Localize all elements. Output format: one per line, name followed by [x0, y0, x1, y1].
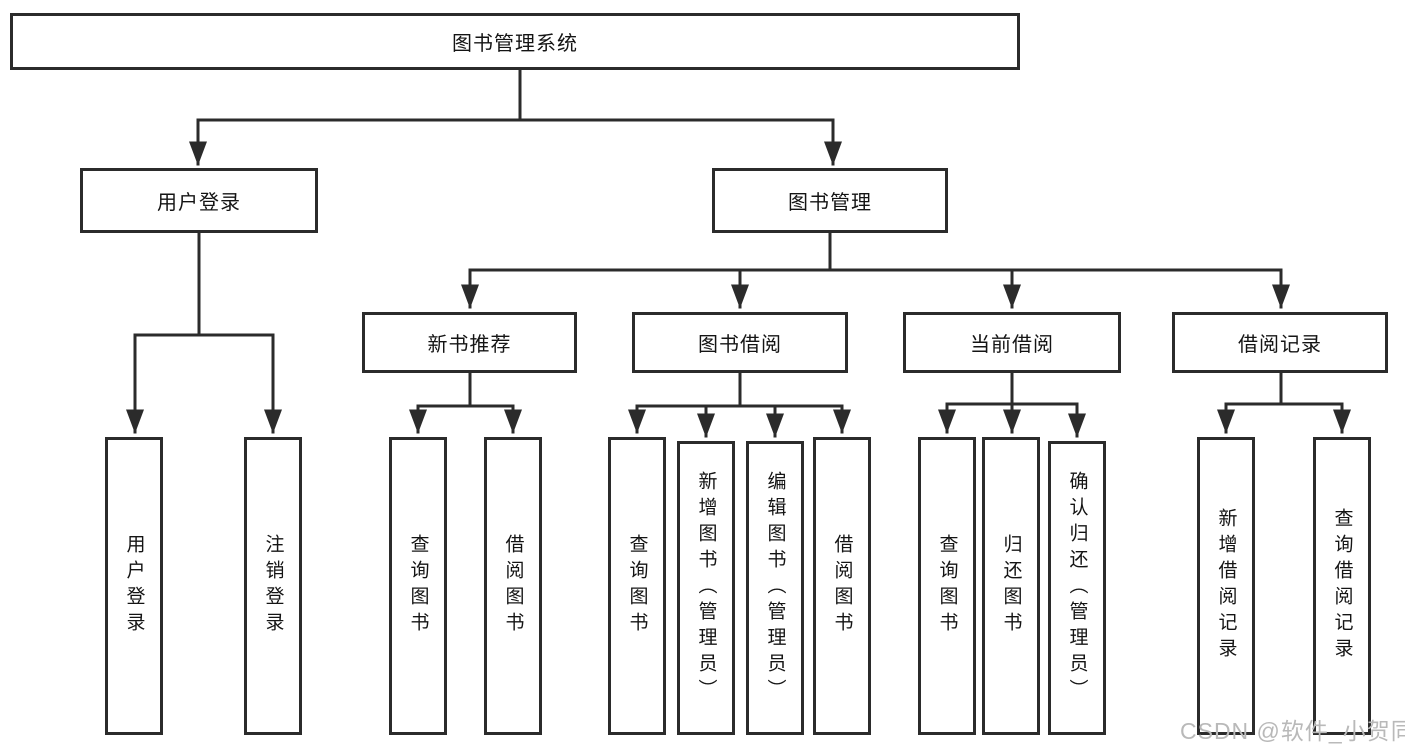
node-new-book-recommend: 新书推荐	[362, 312, 577, 373]
leaf-query-books-recommend: 查询图书	[389, 437, 447, 735]
leaf-return-books: 归还图书	[982, 437, 1040, 735]
leaf-add-borrow-record: 新增借阅记录	[1197, 437, 1255, 735]
node-book-management-system: 图书管理系统	[10, 13, 1020, 70]
leaf-query-books-borrowing: 查询图书	[608, 437, 666, 735]
node-book-borrowing: 图书借阅	[632, 312, 848, 373]
node-current-borrowing: 当前借阅	[903, 312, 1121, 373]
node-borrowing-records: 借阅记录	[1172, 312, 1388, 373]
leaf-query-books-current: 查询图书	[918, 437, 976, 735]
leaf-add-book-admin: 新增图书（管理员）	[677, 441, 735, 735]
leaf-logout: 注销登录	[244, 437, 302, 735]
node-user-login: 用户登录	[80, 168, 318, 233]
leaf-query-borrow-record: 查询借阅记录	[1313, 437, 1371, 735]
leaf-user-login: 用户登录	[105, 437, 163, 735]
leaf-borrow-books-borrowing: 借阅图书	[813, 437, 871, 735]
leaf-borrow-books-recommend: 借阅图书	[484, 437, 542, 735]
csdn-watermark: CSDN @软件_小贺同学	[1180, 718, 1405, 744]
node-book-management: 图书管理	[712, 168, 948, 233]
leaf-edit-book-admin: 编辑图书（管理员）	[746, 441, 804, 735]
leaf-confirm-return-admin: 确认归还（管理员）	[1048, 441, 1106, 735]
